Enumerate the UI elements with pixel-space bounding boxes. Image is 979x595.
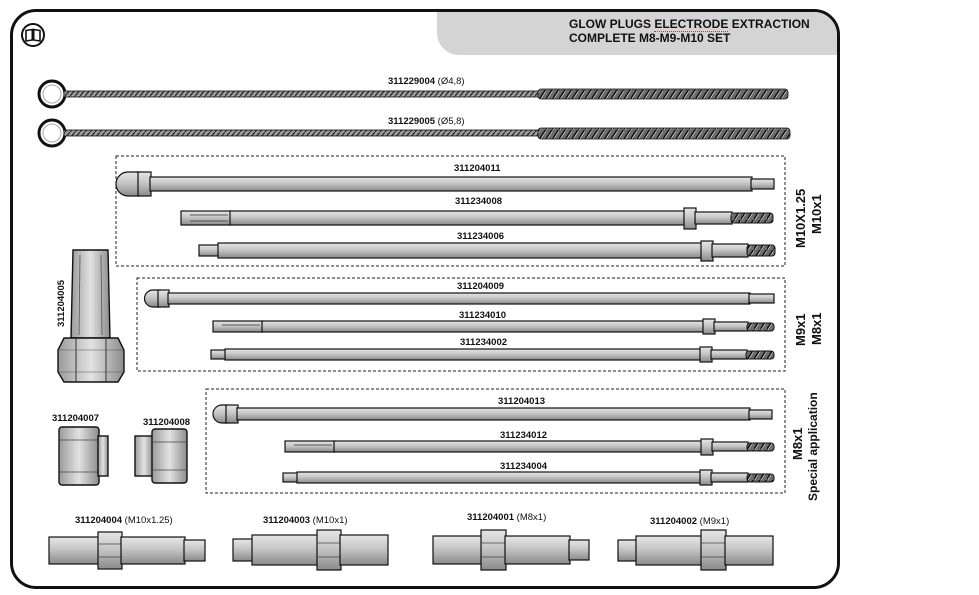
adapter-311204003 <box>232 529 389 571</box>
extractor-311229004 <box>37 79 789 109</box>
adapter-311204001 <box>432 529 590 571</box>
rod-311234010 <box>212 318 775 335</box>
label-adapter-2: 311204003 (M10x1) <box>263 515 348 526</box>
title-tab: GLOW PLUGS ELECTRODE EXTRACTION COMPLETE… <box>437 12 837 55</box>
thread-label-m10-a: M10X1.25 <box>793 188 808 248</box>
label-rod-m9-2: 311234010 <box>459 310 507 321</box>
label-rod-m10-1: 311204011 <box>454 163 501 174</box>
rod-311234004 <box>282 469 775 486</box>
label-socket: 311204005 <box>56 279 67 327</box>
nut-311204008 <box>134 428 188 484</box>
rod-311204013 <box>212 404 773 424</box>
rod-311234012 <box>284 438 775 456</box>
thread-label-m10-b: M10x1 <box>809 194 824 234</box>
title-underlined-word: ELECTRODE <box>654 17 729 32</box>
adapter-311204004 <box>48 531 206 570</box>
label-rod-special-2: 311234012 <box>500 430 548 441</box>
label-extractor-2: 311229005 (Ø5,8) <box>388 116 465 127</box>
thread-label-m9-b: M8x1 <box>809 312 824 345</box>
label-rod-m10-2: 311234008 <box>455 196 503 207</box>
label-extractor-1: 311229004 (Ø4,8) <box>388 76 465 87</box>
label-rod-special-1: 311204013 <box>498 396 546 407</box>
label-nut-2: 311204008 <box>143 417 191 428</box>
group-box-m9 <box>136 277 786 372</box>
label-adapter-1: 311204004 (M10x1.25) <box>75 515 173 526</box>
label-adapter-3: 311204001 (M8x1) <box>467 512 547 523</box>
label-rod-m10-3: 311234006 <box>457 231 505 242</box>
rod-311204009 <box>143 289 775 308</box>
rod-311234006 <box>198 240 776 262</box>
group-box-m10 <box>115 155 786 267</box>
adapter-311204002 <box>617 529 774 571</box>
thread-label-special-a: M8x1 <box>790 427 805 460</box>
title-line-1: GLOW PLUGS ELECTRODE EXTRACTION <box>569 17 810 32</box>
rod-311234008 <box>180 207 774 230</box>
book-icon <box>21 23 45 47</box>
label-rod-m9-1: 311204009 <box>457 281 505 292</box>
label-rod-special-3: 311234004 <box>500 461 548 472</box>
group-box-special <box>205 388 786 494</box>
label-rod-m9-3: 311234002 <box>460 337 508 348</box>
title-line-2: COMPLETE M8-M9-M10 SET <box>569 31 731 45</box>
rod-311234002 <box>210 346 775 363</box>
rod-311204011 <box>115 171 775 197</box>
thread-label-m9-a: M9x1 <box>793 313 808 346</box>
nut-311204007 <box>58 426 109 486</box>
extractor-311229005 <box>37 118 791 148</box>
socket-311204005 <box>57 249 125 383</box>
label-nut-1: 311204007 <box>52 413 100 424</box>
label-adapter-4: 311204002 (M9x1) <box>650 516 730 527</box>
thread-label-special-b: Special application <box>806 392 820 501</box>
